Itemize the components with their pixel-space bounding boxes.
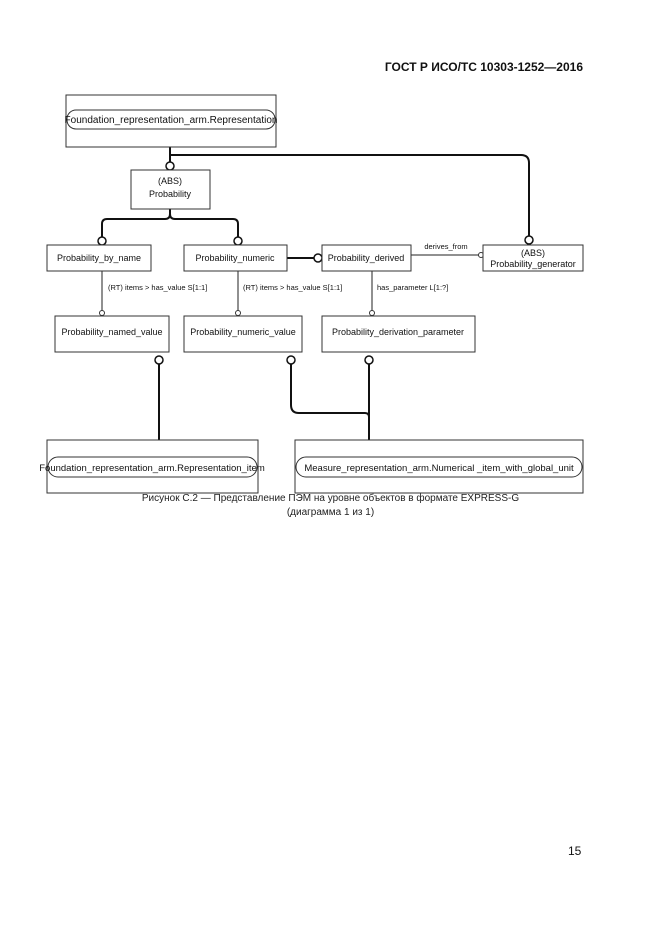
- relation-circle: [364, 355, 374, 365]
- relation-circle: [313, 253, 323, 263]
- abstract-label: (ABS): [521, 248, 545, 258]
- entity-label: Probability_generator: [490, 259, 576, 269]
- relation-label: (RT) items > has_value S[1:1]: [243, 283, 342, 292]
- entity-label: Foundation_representation_arm.Representa…: [39, 463, 265, 474]
- entity-probability-named-value: Probability_named_value: [54, 315, 170, 353]
- supertype-line-representation: [169, 147, 530, 236]
- entity-probability-derived: Probability_derived: [321, 244, 412, 272]
- page-number: 15: [568, 844, 582, 858]
- caption-line: Рисунок С.2 — Представление ПЭМ на уровн…: [141, 493, 520, 504]
- relation-circle: [286, 355, 296, 365]
- entity-numerical-item: Measure_representation_arm.Numerical _it…: [294, 439, 584, 494]
- entity-probability-numeric: Probability_numeric: [183, 244, 288, 272]
- attribute-lines: [101, 271, 373, 311]
- figure-caption: Рисунок С.2 — Представление ПЭМ на уровн…: [0, 492, 661, 520]
- entity-representation-item: Foundation_representation_arm.Representa…: [39, 439, 265, 494]
- entity-label: Probability: [149, 189, 192, 199]
- relation-circle: [233, 236, 243, 246]
- entity-representation: Foundation_representation_arm.Representa…: [65, 94, 278, 148]
- entity-label: Foundation_representation_arm.Representa…: [65, 115, 278, 126]
- relation-circle: [99, 310, 105, 316]
- entity-label: Probability_named_value: [61, 327, 162, 337]
- entity-label: Probability_by_name: [57, 253, 141, 263]
- entity-probability-numeric-value: Probability_numeric_value: [183, 315, 303, 353]
- relation-circle: [154, 355, 164, 365]
- entity-probability-by-name: Probability_by_name: [46, 244, 152, 272]
- relation-circle: [369, 310, 375, 316]
- relation-circle: [524, 235, 534, 245]
- caption-line: (диаграмма 1 из 1): [286, 507, 375, 518]
- document-header: ГОСТ Р ИСО/ТС 10303-1252—2016: [384, 60, 583, 74]
- entity-probability-generator: (ABS) Probability_generator: [482, 244, 584, 272]
- entity-label: Probability_derived: [328, 253, 405, 263]
- entity-label: Probability_numeric_value: [190, 327, 296, 337]
- relation-label: has_parameter L[1:?]: [377, 283, 448, 292]
- subtype-tree-probability: [101, 209, 239, 237]
- abstract-label: (ABS): [158, 176, 182, 186]
- relation-label: (RT) items > has_value S[1:1]: [108, 283, 207, 292]
- entity-label: Measure_representation_arm.Numerical _it…: [304, 463, 574, 474]
- relation-circle: [165, 161, 175, 171]
- entity-label: Probability_numeric: [195, 253, 275, 263]
- entity-probability: (ABS) Probability: [130, 169, 211, 210]
- entity-label: Probability_derivation_parameter: [332, 327, 464, 337]
- relation-circle: [235, 310, 241, 316]
- relation-circle: [97, 236, 107, 246]
- line-numeric-to-numerical-item: [290, 364, 370, 440]
- entity-probability-derivation-parameter: Probability_derivation_parameter: [321, 315, 476, 353]
- relation-label: derives_from: [424, 242, 467, 251]
